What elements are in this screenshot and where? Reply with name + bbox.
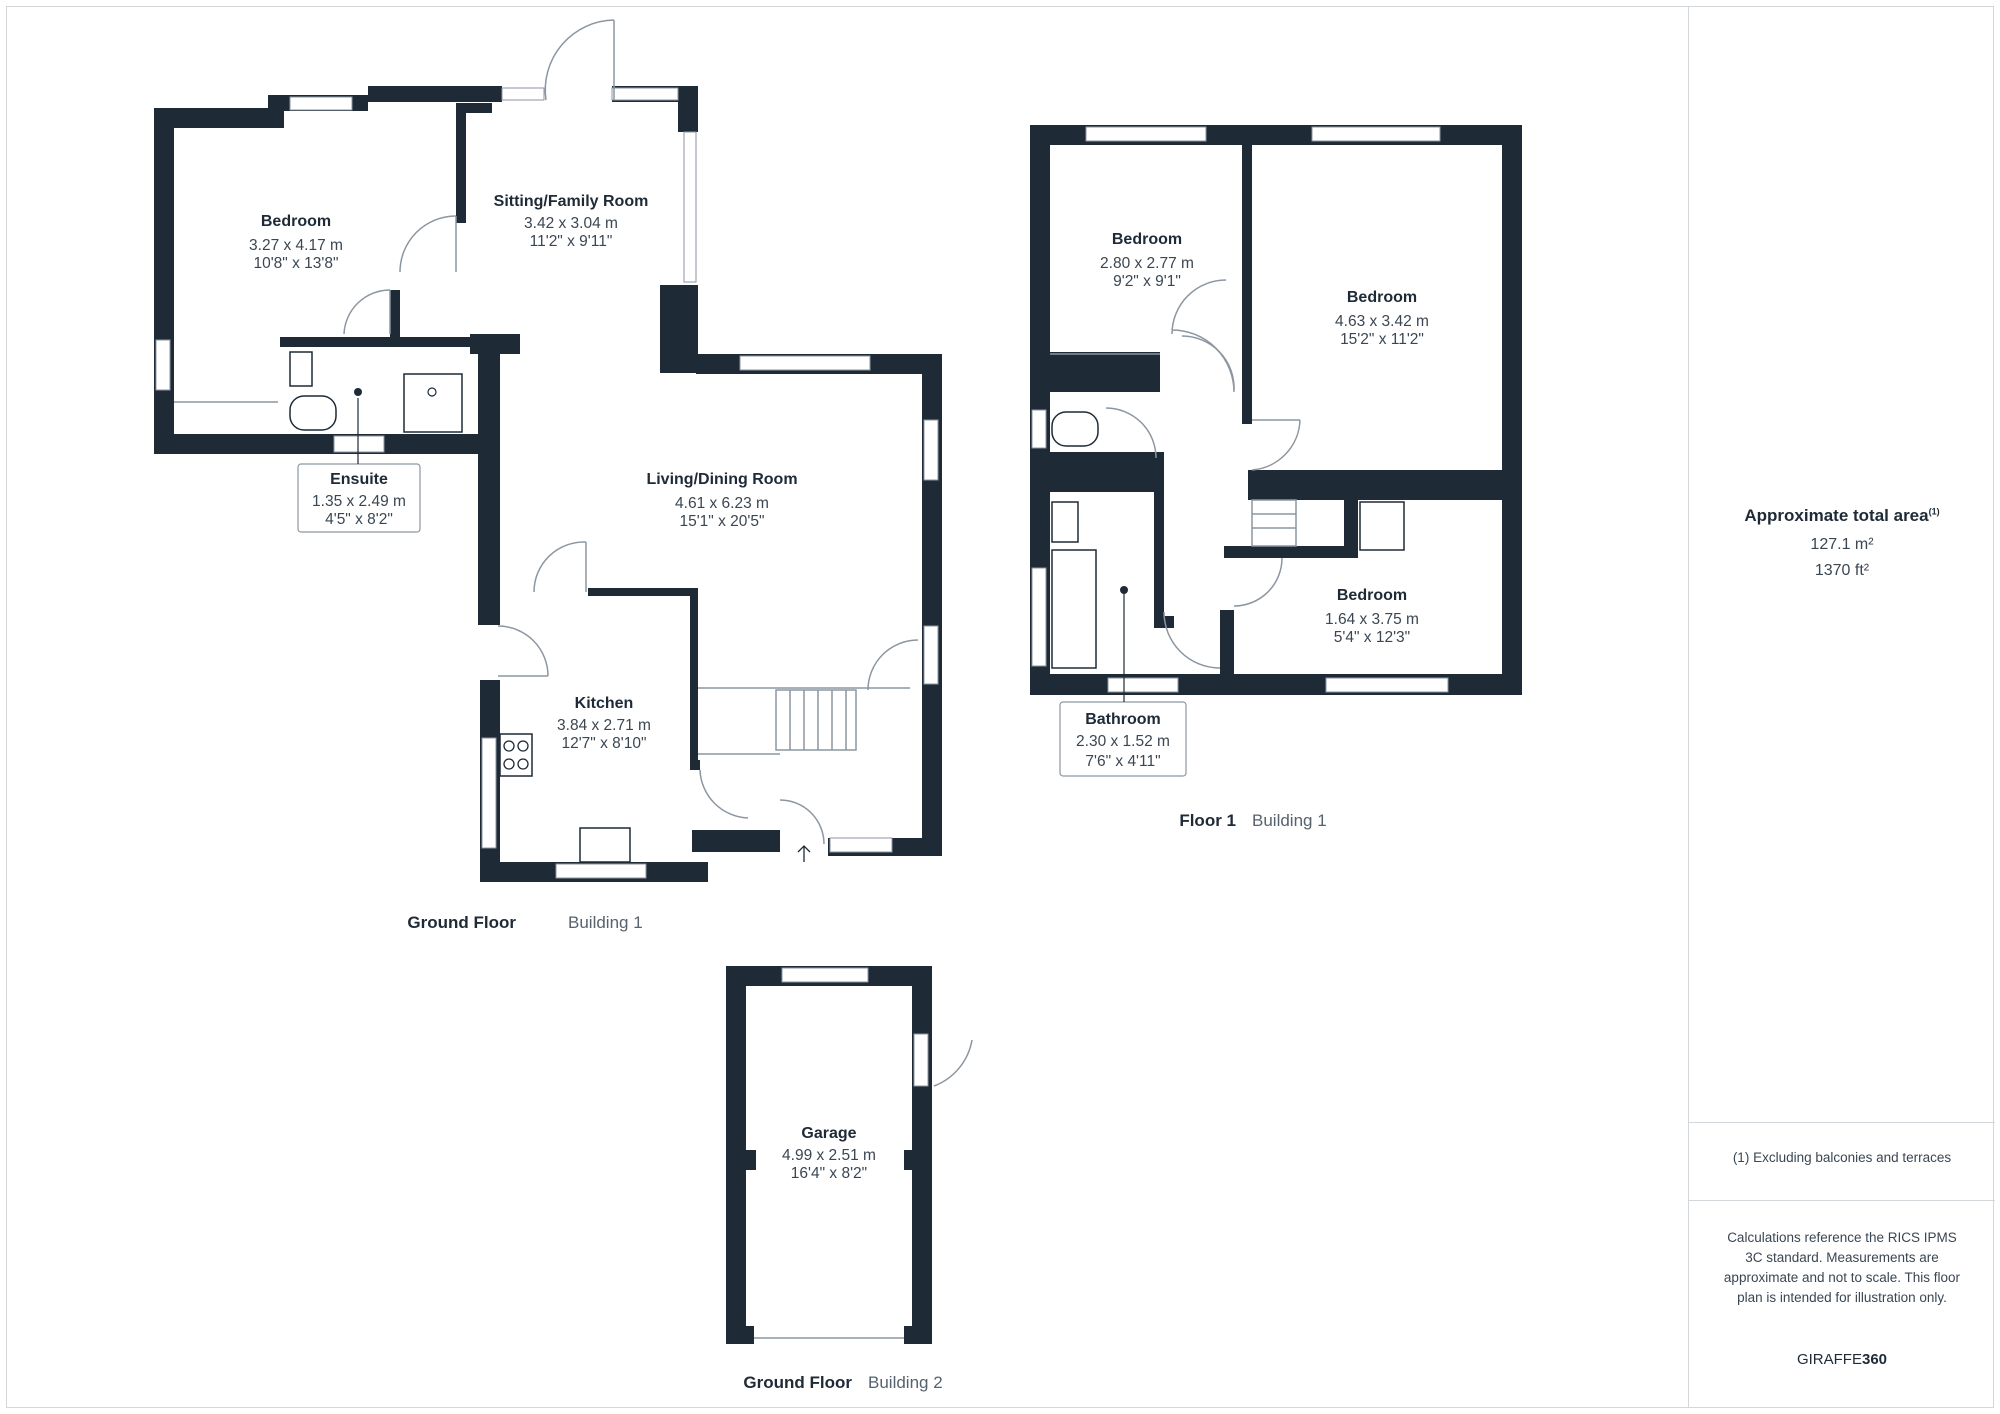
svg-text:Building 2: Building 2	[868, 1373, 943, 1392]
svg-text:16'4" x 8'2": 16'4" x 8'2"	[791, 1165, 867, 1182]
svg-text:7'6" x 4'11": 7'6" x 4'11"	[1085, 753, 1160, 770]
footnote-marker: (1)	[1928, 506, 1940, 517]
svg-text:Floor 1: Floor 1	[1179, 811, 1236, 830]
svg-text:1.64 x 3.75 m: 1.64 x 3.75 m	[1325, 611, 1419, 628]
total-area-title-text: Approximate total area	[1744, 506, 1929, 525]
svg-text:Ensuite: Ensuite	[330, 471, 388, 488]
svg-text:Building 1: Building 1	[1252, 811, 1327, 830]
svg-text:4.99 x 2.51 m: 4.99 x 2.51 m	[782, 1147, 876, 1164]
disclaimer-text: Calculations reference the RICS IPMS 3C …	[1723, 1230, 1961, 1305]
brand-logo-number: 360	[1861, 1351, 1888, 1368]
room-label-floor1-bedroom-b: Bedroom 4.63 x 3.42 m 15'2" x 11'2"	[1335, 289, 1429, 348]
svg-text:Ground Floor: Ground Floor	[743, 1373, 852, 1392]
floor-1-building-1-plan	[1030, 125, 1522, 777]
brand-logo-text: GIRAFFE	[1796, 1351, 1862, 1368]
svg-text:2.30 x 1.52 m: 2.30 x 1.52 m	[1076, 733, 1170, 750]
room-label-kitchen: Kitchen 3.84 x 2.71 m 12'7" x 8'10"	[557, 695, 651, 752]
svg-text:Ground Floor: Ground Floor	[407, 913, 516, 932]
svg-text:Bedroom: Bedroom	[1337, 587, 1407, 604]
svg-text:11'2" x 9'11": 11'2" x 9'11"	[530, 233, 613, 250]
area-square-metres: 127.1 m²	[1810, 536, 1874, 553]
svg-text:4'5" x 8'2": 4'5" x 8'2"	[325, 511, 393, 528]
room-label-bathroom: Bathroom 2.30 x 1.52 m 7'6" x 4'11"	[1076, 711, 1170, 770]
svg-text:Bedroom: Bedroom	[1347, 289, 1417, 306]
svg-text:Garage: Garage	[801, 1125, 856, 1142]
room-label-floor1-bedroom-a: Bedroom 2.80 x 2.77 m 9'2" x 9'1"	[1100, 231, 1194, 290]
svg-text:1.35 x 2.49 m: 1.35 x 2.49 m	[312, 493, 406, 510]
room-label-living-dining-room: Living/Dining Room 4.61 x 6.23 m 15'1" x…	[646, 471, 797, 530]
brand-logo: GIRAFFE360	[1689, 1351, 1995, 1368]
room-label-floor1-bedroom-c: Bedroom 1.64 x 3.75 m 5'4" x 12'3"	[1325, 587, 1419, 646]
room-label-ensuite: Ensuite 1.35 x 2.49 m 4'5" x 8'2"	[312, 471, 406, 528]
svg-text:15'2" x 11'2": 15'2" x 11'2"	[1340, 331, 1424, 348]
caption-ground-floor-building-2: Ground Floor Building 2	[743, 1373, 942, 1392]
svg-text:Living/Dining Room: Living/Dining Room	[646, 471, 797, 488]
svg-text:9'2" x 9'1": 9'2" x 9'1"	[1113, 273, 1181, 290]
svg-text:4.63 x 3.42 m: 4.63 x 3.42 m	[1335, 313, 1429, 330]
svg-text:3.84 x 2.71 m: 3.84 x 2.71 m	[557, 717, 651, 734]
svg-text:2.80 x 2.77 m: 2.80 x 2.77 m	[1100, 255, 1194, 272]
svg-text:4.61 x 6.23 m: 4.61 x 6.23 m	[675, 495, 769, 512]
svg-text:3.42 x 3.04 m: 3.42 x 3.04 m	[524, 215, 618, 232]
total-area-title: Approximate total area(1)	[1689, 506, 1995, 526]
svg-text:Bedroom: Bedroom	[1112, 231, 1182, 248]
svg-text:3.27 x 4.17 m: 3.27 x 4.17 m	[249, 237, 343, 254]
divider	[1689, 1200, 1995, 1201]
divider	[1689, 1122, 1995, 1123]
svg-text:12'7" x 8'10": 12'7" x 8'10"	[561, 735, 646, 752]
caption-floor-1-building-1: Floor 1 Building 1	[1179, 811, 1326, 830]
room-label-ground-bedroom: Bedroom 3.27 x 4.17 m 10'8" x 13'8"	[249, 213, 343, 272]
ground-floor-building-1-plan	[154, 19, 942, 882]
footnote-text: (1) Excluding balconies and terraces	[1732, 1150, 1952, 1165]
svg-text:Bathroom: Bathroom	[1085, 711, 1161, 728]
ground-floor-building-2-plan	[726, 966, 973, 1344]
svg-text:10'8" x 13'8": 10'8" x 13'8"	[253, 255, 338, 272]
room-label-sitting-family-room: Sitting/Family Room 3.42 x 3.04 m 11'2" …	[494, 193, 649, 250]
svg-text:Sitting/Family Room: Sitting/Family Room	[494, 193, 649, 210]
svg-text:15'1" x 20'5": 15'1" x 20'5"	[679, 513, 764, 530]
svg-text:Kitchen: Kitchen	[575, 695, 634, 712]
svg-text:Bedroom: Bedroom	[261, 213, 331, 230]
total-area-block: Approximate total area(1) 127.1 m² 1370 …	[1689, 506, 1995, 580]
svg-text:5'4" x 12'3": 5'4" x 12'3"	[1334, 629, 1410, 646]
svg-text:Building 1: Building 1	[568, 913, 643, 932]
area-square-feet: 1370 ft²	[1814, 562, 1870, 579]
caption-ground-floor-building-1: Ground Floor Building 1	[407, 913, 642, 932]
area-summary-panel: Approximate total area(1) 127.1 m² 1370 …	[1688, 6, 1995, 1408]
room-label-garage: Garage 4.99 x 2.51 m 16'4" x 8'2"	[782, 1125, 876, 1182]
